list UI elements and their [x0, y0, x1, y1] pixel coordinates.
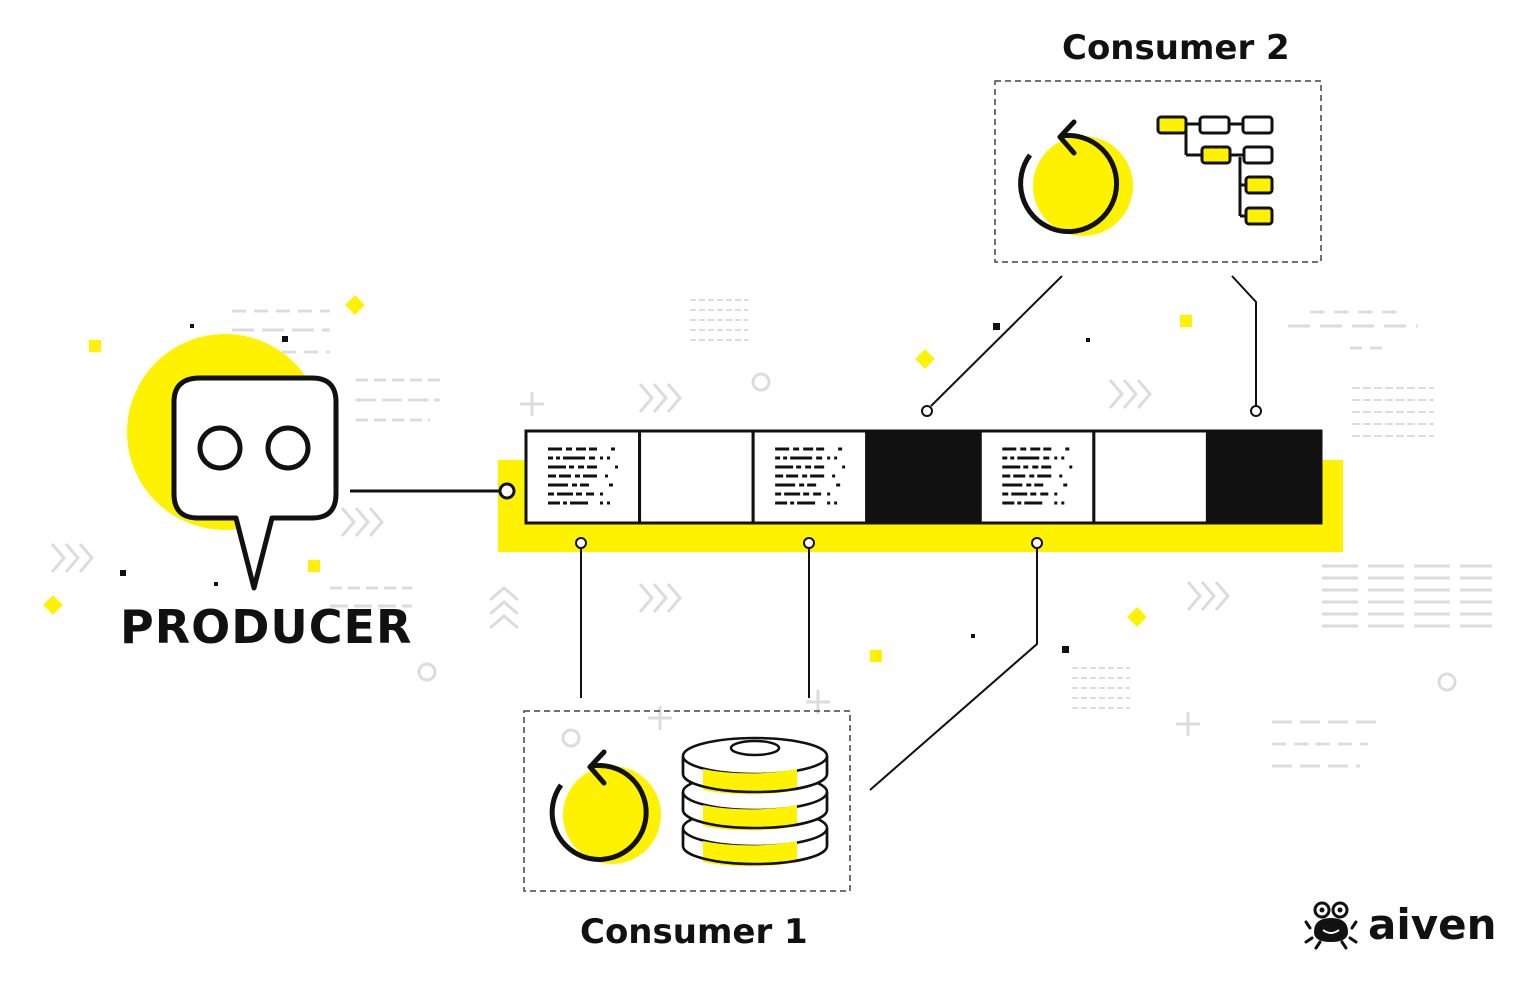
brand-logo: aiven: [1310, 900, 1497, 949]
consumer2-label: Consumer 2: [1062, 28, 1290, 68]
log-cell-filled: [865, 429, 982, 525]
log-cell-text: [978, 429, 1096, 525]
tree-structure-icon: [1156, 115, 1274, 226]
consumer1-label: Consumer 1: [580, 912, 808, 952]
brand-name: aiven: [1368, 900, 1497, 949]
replay-arrow-icon: [549, 749, 661, 864]
ink-dots: [120, 323, 1090, 653]
consumer2-connectors: [921, 275, 1262, 417]
log-cell-empty: [638, 429, 755, 525]
topic-log: [524, 429, 1323, 525]
log-cell-filled: [1205, 429, 1323, 525]
background-decorations: [50, 299, 1492, 768]
producer-label: PRODUCER: [120, 600, 413, 654]
consumer1-connectors: [575, 537, 1043, 791]
crab-logo-icon: [1304, 901, 1358, 950]
consumer2-box: [994, 80, 1322, 263]
producer-node: [127, 334, 339, 591]
log-cell-text: [524, 429, 642, 525]
producer-connector-port: [498, 482, 516, 500]
chat-bubble-icon: [171, 375, 339, 591]
log-cell-empty: [1092, 429, 1209, 525]
replay-arrow-icon: [1018, 119, 1133, 236]
log-cell-text: [751, 429, 869, 525]
consumer1-box: [523, 710, 851, 892]
database-stack-icon: [681, 736, 829, 867]
